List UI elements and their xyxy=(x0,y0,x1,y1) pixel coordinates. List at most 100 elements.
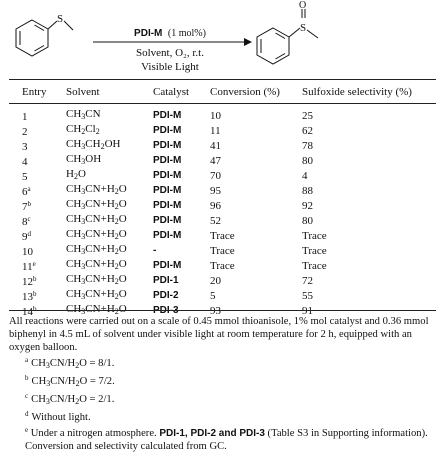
footnote-e-mark: e xyxy=(25,426,29,434)
cell-solvent: CH3CN+H2O xyxy=(66,198,127,211)
cell-entry: 12b xyxy=(9,273,66,288)
entry-number: 1 xyxy=(22,111,28,123)
footnote-mark: a xyxy=(25,356,29,364)
cell-conversion: 70 xyxy=(210,169,221,182)
footnote-mark: c xyxy=(25,392,29,400)
entry-footnote-mark: b xyxy=(27,200,32,208)
cell-selectivity: 25 xyxy=(302,109,313,122)
cell-catalyst: PDI-M xyxy=(153,259,182,271)
arrow-head-icon xyxy=(244,38,252,46)
cell-entry: 4 xyxy=(9,153,66,168)
cell-entry: 7b xyxy=(9,198,66,213)
reactant-structure xyxy=(15,19,74,57)
footnote-e: e Under a nitrogen atmosphere. PDI-1, PD… xyxy=(9,424,436,453)
cell-catalyst: PDI-M xyxy=(153,124,182,136)
cell-entry: 14b xyxy=(9,303,66,321)
cell-selectivity: 78 xyxy=(302,139,313,152)
cell-conversion: 96 xyxy=(210,199,221,212)
entry-number: 3 xyxy=(22,141,28,153)
cell-catalyst: - xyxy=(153,244,157,256)
footnote-e-tail: (Table S3 in Supporting information). Co… xyxy=(25,428,428,452)
entry-number: 8 xyxy=(22,216,28,228)
entry-footnote-mark: b xyxy=(33,290,37,298)
cell-solvent: CH3CN+H2O xyxy=(66,258,127,271)
entry-footnote-mark: b xyxy=(33,275,37,283)
entry-number: 11 xyxy=(22,261,33,273)
conditions-line-2: Solvent, O₂, r.t. xyxy=(136,47,204,59)
entry-number: 2 xyxy=(22,126,28,138)
footnote-e-catalysts: PDI-1, PDI-2 and PDI-3 xyxy=(159,428,265,439)
cell-catalyst: PDI-2 xyxy=(153,289,179,301)
cell-catalyst: PDI-1 xyxy=(153,274,179,286)
entry-number: 10 xyxy=(22,246,33,258)
entry-footnote-mark: c xyxy=(27,215,31,223)
header-entry: Entry xyxy=(22,85,47,98)
reaction-scheme: S PDI-M (1 mol%) Solvent, O₂, r.t. Visib… xyxy=(15,0,319,73)
cell-conversion: 41 xyxy=(210,139,221,152)
cell-conversion: Trace xyxy=(210,244,235,257)
header-conversion: Conversion (%) xyxy=(210,85,280,98)
product-oxygen-label: O xyxy=(299,0,306,11)
cell-conversion: 52 xyxy=(210,214,221,227)
conditions-line-3: Visible Light xyxy=(141,61,199,73)
cell-selectivity: 80 xyxy=(302,214,313,227)
cell-conversion: 47 xyxy=(210,154,221,167)
cell-selectivity: 4 xyxy=(302,169,308,182)
cell-catalyst: PDI-M xyxy=(153,109,182,121)
cell-solvent: CH3CN+H2O xyxy=(66,303,127,316)
catalyst-name: PDI-M xyxy=(134,28,162,39)
cell-solvent: H2O xyxy=(66,168,86,181)
cell-conversion: 11 xyxy=(210,124,221,137)
results-table-container: Entry Solvent Catalyst Conversion (%) Su… xyxy=(9,79,436,321)
cell-solvent: CH3CN xyxy=(66,108,101,121)
cell-solvent: CH3CN+H2O xyxy=(66,228,127,241)
cell-conversion: 20 xyxy=(210,274,221,287)
cell-conversion: 10 xyxy=(210,109,221,122)
catalyst-label: PDI-M (1 mol%) xyxy=(134,28,206,39)
reactant-sulfur-label: S xyxy=(57,13,63,25)
cell-catalyst: PDI-M xyxy=(153,199,182,211)
cell-conversion: 5 xyxy=(210,289,216,302)
entry-footnote-mark: a xyxy=(27,185,31,193)
cell-selectivity: Trace xyxy=(302,244,327,257)
cell-selectivity: 92 xyxy=(302,199,313,212)
footnote-text: CH3CN/H2O = 2/1. xyxy=(31,394,115,406)
cell-conversion: 95 xyxy=(210,184,221,197)
entry-number: 12 xyxy=(22,276,33,288)
cell-catalyst: PDI-M xyxy=(153,229,182,241)
header-catalyst: Catalyst xyxy=(153,85,190,98)
cell-conversion: Trace xyxy=(210,259,235,272)
header-selectivity: Sulfoxide selectivity (%) xyxy=(302,85,412,98)
cell-solvent: CH3CN+H2O xyxy=(66,213,127,226)
entry-number: 9 xyxy=(22,231,28,243)
cell-solvent: CH2Cl2 xyxy=(66,123,100,136)
cell-conversion: Trace xyxy=(210,229,235,242)
cell-entry: 6a xyxy=(9,183,66,198)
cell-entry: 1 xyxy=(9,104,66,123)
cell-entry: 5 xyxy=(9,168,66,183)
cell-selectivity: Trace xyxy=(302,229,327,242)
footnote-e-lead: Under a nitrogen atmosphere. xyxy=(30,428,160,439)
footnote-mark: d xyxy=(25,410,29,418)
entry-number: 14 xyxy=(22,306,33,318)
cell-selectivity: Trace xyxy=(302,259,327,272)
cell-catalyst: PDI-M xyxy=(153,184,182,196)
entry-number: 4 xyxy=(22,156,28,168)
cell-solvent: CH3CN+H2O xyxy=(66,288,127,301)
cell-catalyst: PDI-M xyxy=(153,169,182,181)
header-solvent: Solvent xyxy=(66,85,100,98)
cell-catalyst: PDI-M xyxy=(153,139,182,151)
entry-number: 7 xyxy=(22,201,28,213)
cell-selectivity: 72 xyxy=(302,274,313,287)
footnote-mark: b xyxy=(25,374,29,382)
